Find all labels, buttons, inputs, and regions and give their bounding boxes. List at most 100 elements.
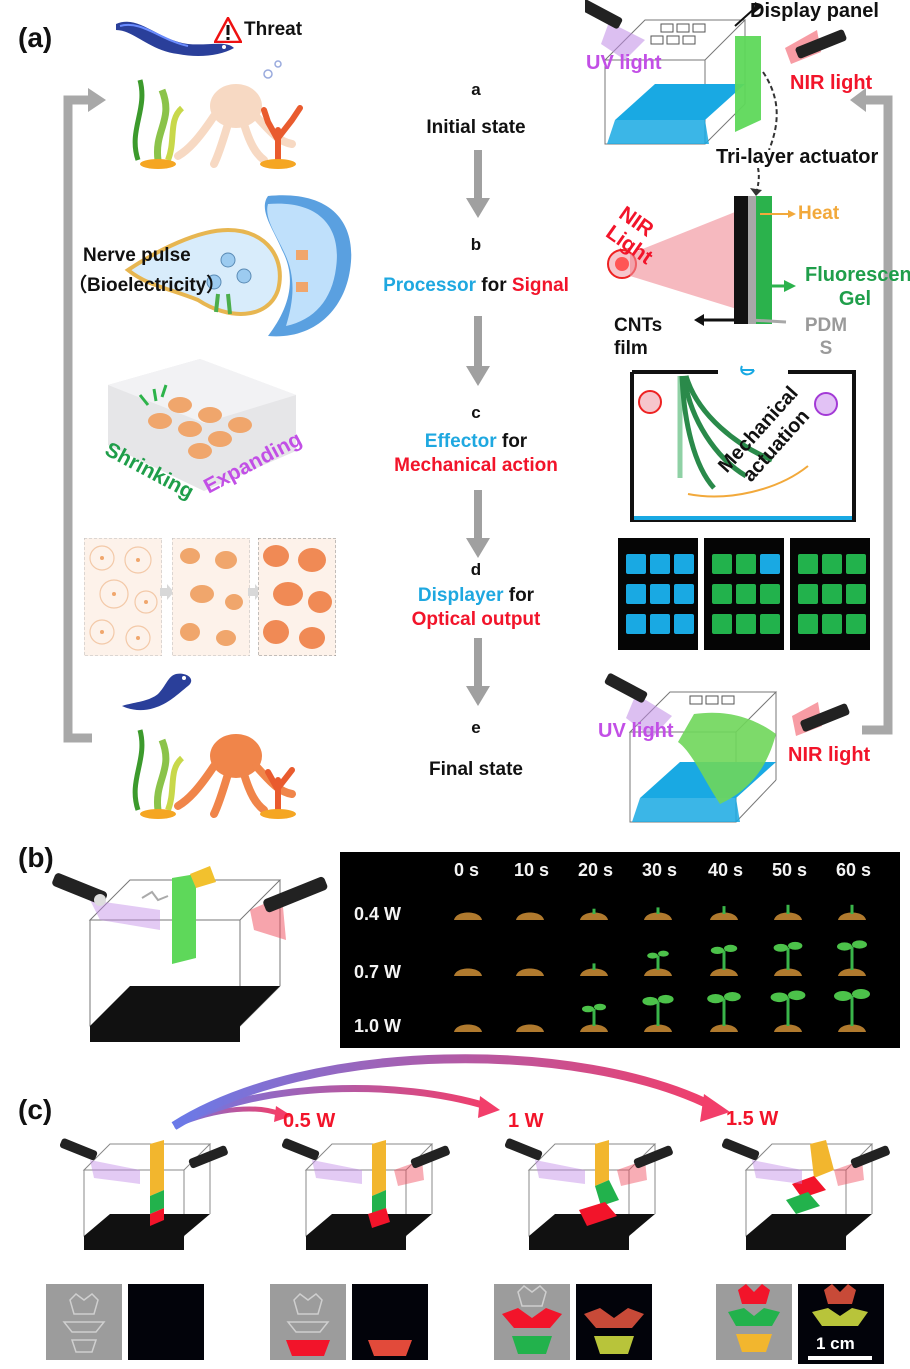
sprout-cell [516, 1024, 544, 1032]
soil-mound [644, 912, 672, 920]
mechanical-action-word: Mechanical action [394, 454, 558, 476]
sprout-cell [580, 1003, 608, 1032]
scale-bar-label: 1 cm [816, 1334, 855, 1353]
soil-mound [580, 912, 608, 920]
sprout-leaf [582, 1005, 594, 1013]
sprout-cell [580, 963, 608, 976]
sprout-cell [837, 940, 867, 976]
pdms-label: PDMS [804, 315, 848, 359]
displayer-word: Displayer [417, 585, 504, 606]
sprout-leaf [707, 993, 724, 1004]
glow-pattern [812, 1284, 868, 1326]
sprout-cell [710, 906, 738, 920]
power-label-0-5: 0.5 W [283, 1110, 336, 1132]
sprout-leaf [594, 1003, 606, 1011]
display-grid-blue [618, 538, 698, 650]
gray-thumb-3 [716, 1284, 792, 1360]
step-b-text: Processor for Signal [346, 274, 606, 298]
chromatophore-frame-1 [84, 538, 162, 656]
soil-mound [710, 968, 738, 976]
tri-layer-cross-section [607, 196, 796, 326]
feedback-loop-right [850, 88, 893, 735]
bioelectricity-label: （Bioelectricity） [68, 275, 226, 296]
sprout-cell [644, 907, 672, 920]
down-arrow-icon [466, 490, 490, 558]
soil-mound [644, 1024, 672, 1032]
glow-pattern [584, 1308, 644, 1354]
soil-mound [710, 1024, 738, 1032]
sprout-cell [454, 968, 482, 976]
soil-mound [838, 968, 866, 976]
eel-illustration [116, 21, 234, 57]
synapse-illustration [124, 195, 352, 337]
actuation-chamber [630, 365, 856, 522]
outline-drawing [286, 1293, 330, 1356]
sprout-leaf [852, 940, 867, 949]
soil-mound [838, 1024, 866, 1032]
device-setup-b-illustration [52, 866, 328, 1042]
step-e-text: Final state [429, 759, 523, 780]
sprout-cell [707, 991, 741, 1032]
nir-light-label-top: NIR light [790, 72, 873, 94]
sprout-leaf [852, 989, 870, 999]
sprout-leaf [788, 990, 806, 1001]
sprout-cell [642, 994, 674, 1032]
display-grid-green [790, 538, 870, 650]
step-b-letter: b [470, 235, 482, 254]
seabed-final-illustration [132, 729, 296, 819]
tri-layer-actuator-label: Tri-layer actuator [716, 146, 879, 168]
uv-light-label-bottom: UV light [598, 720, 674, 742]
signal-word: Signal [511, 275, 569, 296]
soil-mound [644, 968, 672, 976]
sprout-cell [580, 908, 608, 920]
for-word: for [476, 275, 512, 296]
soil-mound [516, 1024, 544, 1032]
sprout-leaf [773, 943, 788, 952]
device-c-1 [282, 1138, 450, 1250]
growth-grid: 0 s 10 s 20 s 30 s 40 s 50 s 60 s 0.4 W … [340, 852, 900, 1048]
soil-mound [454, 912, 482, 920]
panel-c-label: (c) [18, 1094, 53, 1125]
curved-arrows [171, 1054, 730, 1130]
sprout-leaf [724, 991, 741, 1002]
step-d-text: Displayer for Optical output [346, 584, 606, 632]
time-header: 50 s [772, 860, 808, 880]
soil-mound [710, 912, 738, 920]
panel-b-label: (b) [18, 842, 54, 873]
for-word: for [503, 585, 535, 606]
device-c-2 [505, 1138, 673, 1250]
arrow-icon [160, 584, 174, 600]
sprout-cell [454, 1024, 482, 1032]
optical-output-word: Optical output [411, 608, 541, 630]
sprout-leaf [647, 952, 658, 959]
sprout-cell [834, 989, 870, 1032]
sprout-leaf [770, 992, 788, 1003]
dashed-arrow-icon [750, 168, 762, 196]
scale-bar [808, 1356, 872, 1360]
display-grid-mixed [704, 538, 784, 650]
time-header: 0 s [454, 860, 480, 880]
power-row-label: 0.4 W [354, 904, 402, 924]
step-c-letter: c [471, 403, 481, 422]
gel-network-illustration [108, 359, 296, 491]
panel-a-label: (a) [18, 22, 53, 53]
uv-light-label-top: UV light [586, 52, 662, 74]
sprout-cell [644, 950, 672, 976]
nerve-pulse-label: Nerve pulse [83, 245, 191, 266]
soil-mound [516, 968, 544, 976]
black-thumb-0 [128, 1284, 204, 1360]
sprout-leaf [724, 944, 738, 953]
eel-illustration-final [122, 673, 192, 711]
feedback-loop-left [63, 88, 106, 743]
sprout-leaf [658, 994, 674, 1004]
sprout-cell [774, 904, 802, 920]
threat-label: Threat [244, 19, 303, 40]
time-header: 40 s [708, 860, 744, 880]
step-d-letter: d [470, 560, 482, 579]
down-arrow-icon [466, 150, 490, 218]
step-a-letter: a [471, 80, 481, 99]
soil-mound [516, 912, 544, 920]
device-c-3 [722, 1138, 890, 1250]
sprout-cell [838, 904, 866, 920]
gray-thumb-2 [494, 1284, 570, 1360]
